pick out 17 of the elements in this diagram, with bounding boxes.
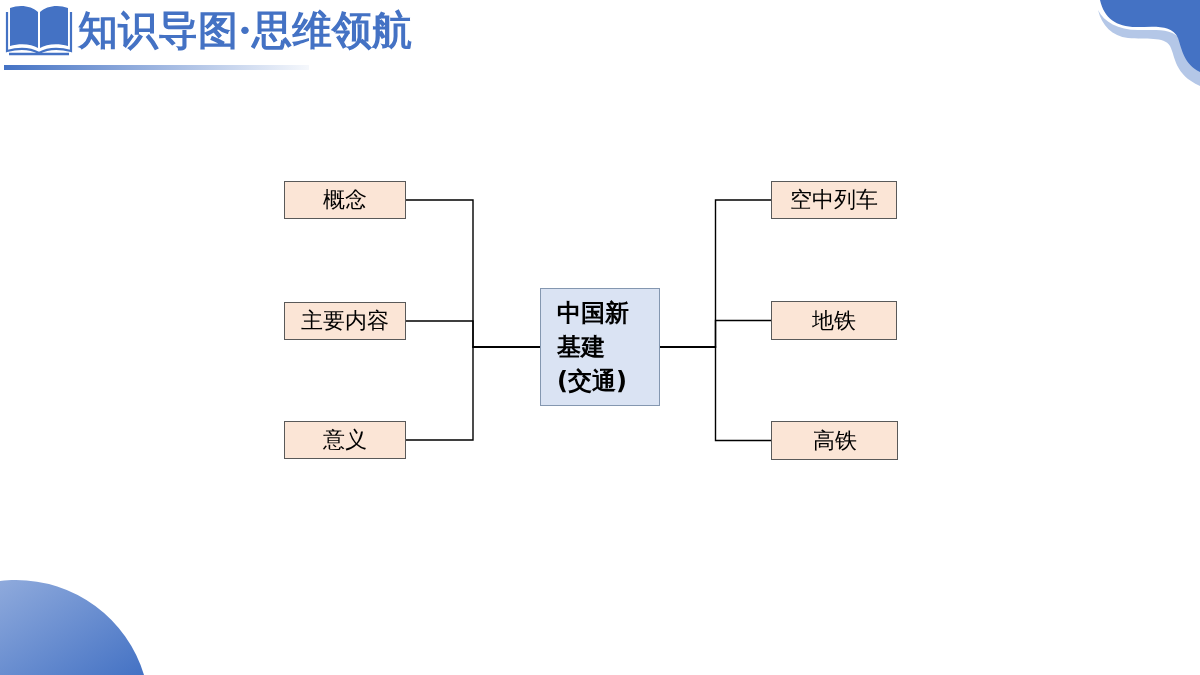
subtopic-label: 高铁: [812, 427, 857, 454]
subtopic-label: 空中列车: [790, 187, 878, 213]
subtopic-box: [771, 301, 897, 340]
subtopic-box: [284, 421, 406, 459]
subtopic-label: 主要内容: [301, 308, 389, 334]
subtopic-box: [771, 421, 898, 460]
connector-line: [659, 346, 772, 442]
subtopic-label: 概念: [323, 187, 367, 213]
topic-label: 中国新基建(交通): [557, 298, 630, 397]
page-title: 知识导图·思维领航: [78, 5, 412, 55]
topic-box: [540, 288, 660, 406]
subtopic-box: [771, 181, 897, 219]
subtopic-label: 地铁: [812, 307, 856, 334]
subtopic-label: 意义: [323, 427, 367, 453]
subtopic-box: [284, 302, 406, 340]
subtopic-box: [284, 181, 406, 219]
connector-line: [405, 346, 541, 441]
